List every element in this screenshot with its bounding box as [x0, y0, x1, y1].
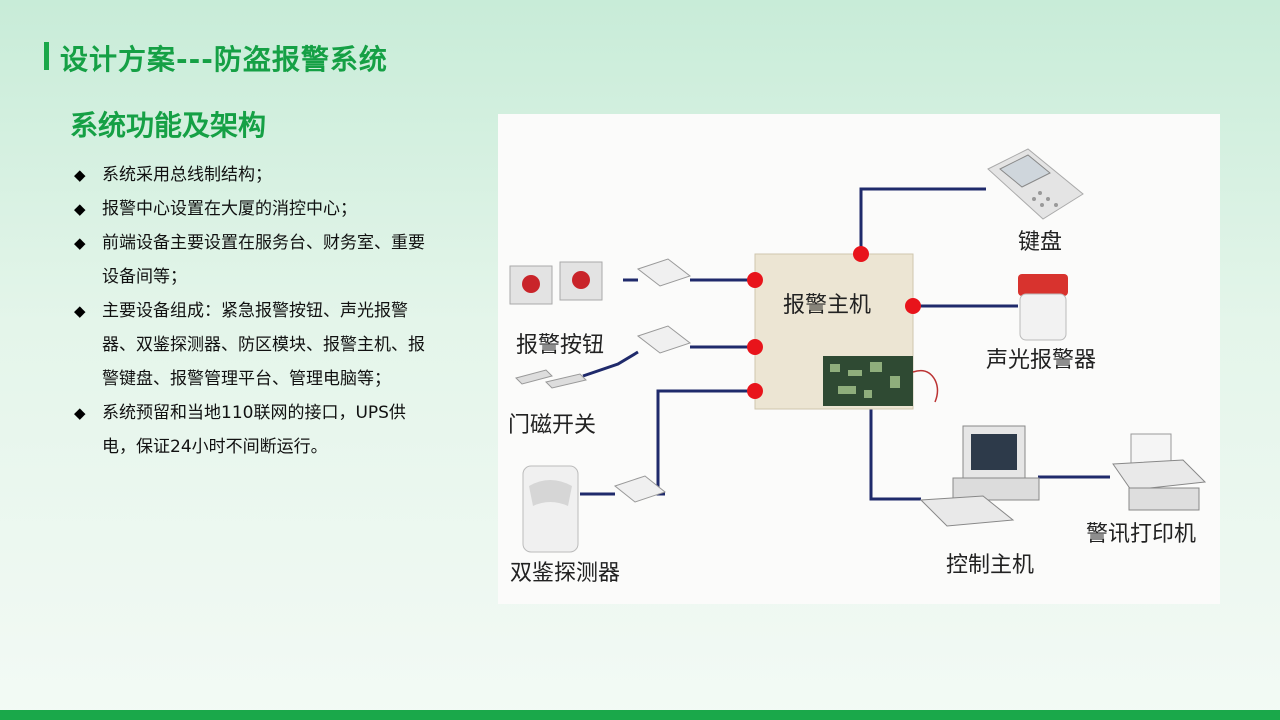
diagram-canvas: 报警主机 键盘 声光报警器 报警按钮 [508, 148, 1207, 586]
label-alarm-host: 报警主机 [783, 293, 871, 318]
diamond-bullet-icon: ◆ [74, 302, 86, 320]
alarm-button-icon [509, 261, 603, 305]
door-contact-icon [515, 369, 587, 389]
connection-lines [580, 187, 1110, 501]
printer-icon [1112, 433, 1207, 511]
line-door-device [582, 350, 639, 378]
diamond-bullet-icon: ◆ [74, 200, 86, 218]
computer-icon [919, 425, 1040, 527]
section-title: 系统功能及架构 [70, 109, 267, 142]
label-alarm-button: 报警按钮 [516, 333, 604, 358]
node-left-2 [747, 339, 763, 355]
bullet-list: ◆系统采用总线制结构； ◆报警中心设置在大厦的消控中心； ◆前端设备主要设置在服… [72, 158, 432, 464]
diamond-bullet-icon: ◆ [74, 166, 86, 184]
list-item: ◆报警中心设置在大厦的消控中心； [72, 192, 432, 226]
label-siren: 声光报警器 [986, 348, 1096, 373]
label-dual-detector: 双鉴探测器 [510, 561, 620, 586]
list-item: ◆系统预留和当地110联网的接口，UPS供电，保证24小时不间断运行。 [72, 396, 432, 464]
keypad-icon [987, 148, 1084, 220]
list-item: ◆前端设备主要设置在服务台、财务室、重要设备间等； [72, 226, 432, 294]
list-item: ◆主要设备组成：紧急报警按钮、声光报警器、双鉴探测器、防区模块、报警主机、报警键… [72, 294, 432, 396]
line-control [869, 409, 921, 501]
list-item: ◆系统采用总线制结构； [72, 158, 432, 192]
node-left-1 [747, 272, 763, 288]
page-title: 设计方案---防盗报警系统 [60, 43, 388, 76]
line-keypad [859, 187, 986, 254]
diamond-bullet-icon: ◆ [74, 404, 86, 422]
label-control-host: 控制主机 [946, 553, 1034, 578]
label-keypad: 键盘 [1018, 230, 1062, 255]
bottom-accent-bar [0, 710, 1280, 720]
title-accent-bar [44, 42, 49, 70]
alarm-host-panel [754, 253, 939, 410]
alarm-system-diagram: 报警主机 键盘 声光报警器 报警按钮 [498, 114, 1220, 604]
label-printer: 警讯打印机 [1086, 522, 1196, 547]
dual-detector-icon [522, 465, 579, 553]
node-left-3 [747, 383, 763, 399]
node-right [905, 298, 921, 314]
node-top [853, 246, 869, 262]
zone-module-icon [613, 258, 692, 503]
siren-icon [1018, 274, 1068, 341]
label-door-contact: 门磁开关 [508, 413, 596, 438]
diamond-bullet-icon: ◆ [74, 234, 86, 252]
junction-nodes [747, 246, 921, 399]
line-detector-hub [656, 389, 755, 496]
